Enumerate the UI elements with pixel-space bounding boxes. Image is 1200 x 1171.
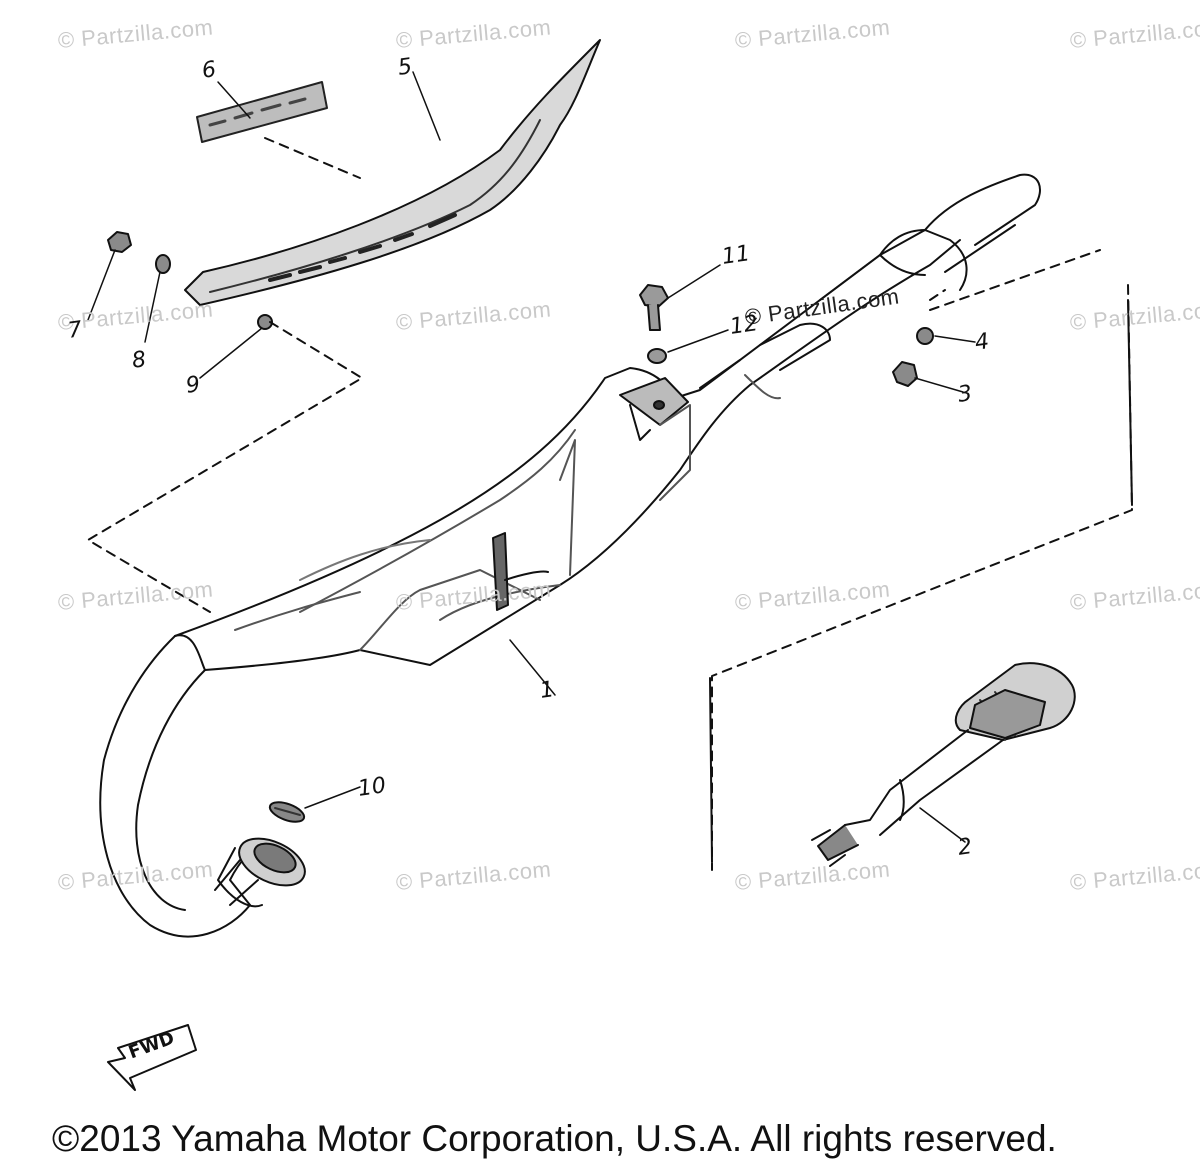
part-2-silencer [811,662,1076,867]
part-3-bolt [892,361,918,387]
callout-10: 10 [356,773,388,802]
part-6-decal [196,81,328,143]
part-10-gasket [268,801,306,823]
part-5-heat-protector [184,39,601,306]
fwd-arrow [107,1024,197,1091]
callout-11: 11 [720,241,752,270]
part-12-collar [647,348,667,364]
part-11-bolt [639,284,669,331]
part-4-washer [916,327,934,345]
exhaust-flange [217,837,306,908]
callout-12: 12 [728,311,760,340]
callout-leaders [87,71,976,843]
part-7-nut [107,231,132,253]
part-8-washer [155,254,171,274]
copyright-notice: ©2013 Yamaha Motor Corporation, U.S.A. A… [52,1118,1057,1159]
part-9-bolt [257,314,273,330]
